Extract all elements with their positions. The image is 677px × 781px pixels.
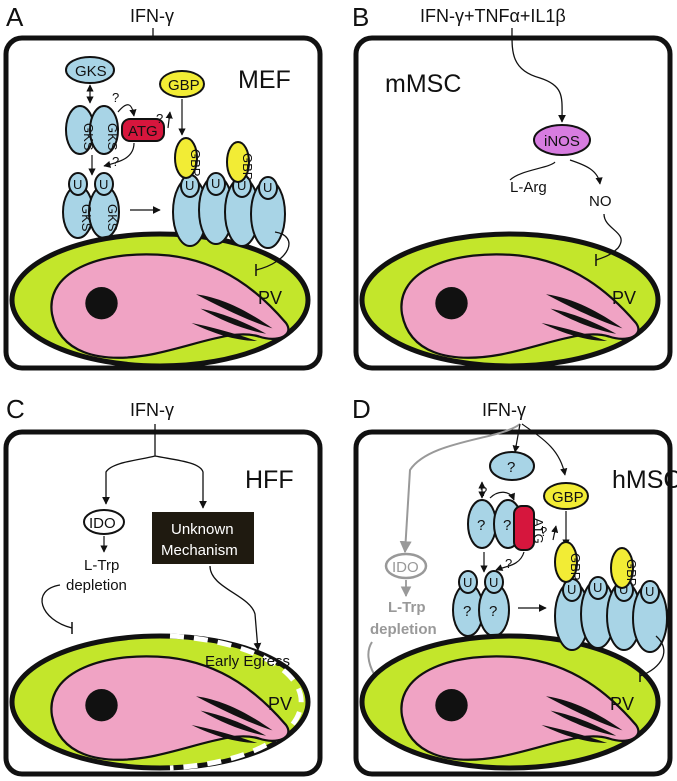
- svg-text:?: ?: [489, 603, 497, 620]
- depletion-label: depletion: [66, 577, 127, 594]
- svg-text:GBP: GBP: [240, 153, 255, 180]
- ubiquitin-coat: U U U U GBP GBP: [172, 137, 286, 249]
- unknown-monomer: [489, 451, 535, 481]
- svg-text:U: U: [619, 582, 628, 597]
- question-mark: ?: [112, 90, 119, 105]
- svg-text:GKS: GKS: [105, 123, 120, 151]
- svg-text:U: U: [73, 177, 82, 192]
- gks-dimer: GKS GKS: [65, 105, 120, 155]
- svg-text:GKS: GKS: [79, 204, 94, 232]
- early-egress-label: Early Egress: [205, 653, 290, 670]
- cell-type-label: mMSC: [385, 70, 461, 98]
- ruptured-membrane: [169, 633, 304, 771]
- gbp-label: GBP: [168, 77, 200, 94]
- panel-d: D IFN-γ hMSC IDO L-Trp depletion ? ? ? ?…: [352, 394, 677, 777]
- svg-text:?: ?: [463, 603, 471, 620]
- inos-enzyme: [533, 124, 591, 156]
- panel-letter: B: [352, 2, 369, 32]
- ido-enzyme: [384, 552, 428, 580]
- pv-label: PV: [268, 694, 292, 714]
- atg-label: ATG: [128, 123, 158, 140]
- pv-label: PV: [610, 694, 634, 714]
- stimulus-label: IFN-γ+TNFα+IL1β: [420, 6, 566, 26]
- atg-box: [513, 505, 535, 551]
- svg-text:U: U: [463, 575, 472, 590]
- ido-label: IDO: [392, 559, 419, 576]
- ifn-gamma-label: IFN-γ: [482, 400, 526, 420]
- svg-text:U: U: [645, 584, 654, 599]
- panel-c: C IFN-γ HFF IDO L-Trp depletion Unknown …: [3, 394, 323, 777]
- panel-letter: A: [6, 2, 24, 32]
- question-mark: ?: [112, 154, 119, 169]
- l-arg-label: L-Arg: [510, 179, 547, 196]
- unknown-label: Unknown: [171, 521, 234, 538]
- pv-label: PV: [612, 288, 636, 308]
- panel-b: B IFN-γ+TNFα+IL1β mMSC iNOS L-Arg NO PV: [352, 2, 673, 371]
- svg-text:?: ?: [507, 459, 515, 476]
- svg-text:?: ?: [477, 517, 485, 534]
- svg-text:U: U: [567, 582, 576, 597]
- question-mark: ?: [480, 484, 487, 499]
- svg-text:U: U: [593, 580, 602, 595]
- gbp-monomer: [543, 482, 589, 510]
- no-label: NO: [589, 193, 612, 210]
- gbp-monomer: [159, 70, 205, 98]
- cell-type-label: HFF: [245, 466, 294, 494]
- ido-label: IDO: [89, 515, 116, 532]
- svg-text:U: U: [263, 180, 272, 195]
- cell-type-label: hMSC: [612, 466, 677, 494]
- pv-label: PV: [258, 288, 282, 308]
- gks-label: GKS: [75, 63, 107, 80]
- svg-text:U: U: [185, 178, 194, 193]
- inos-label: iNOS: [544, 133, 580, 150]
- cell-type-label: MEF: [238, 66, 291, 94]
- question-mark: ?: [540, 524, 547, 539]
- panel-a: A IFN-γ MEF GKS GKS GKS ATG ? ? U U GKS: [3, 2, 323, 371]
- svg-text:U: U: [211, 176, 220, 191]
- svg-text:GBP: GBP: [568, 553, 583, 580]
- panel-letter: D: [352, 394, 371, 424]
- svg-text:GKS: GKS: [105, 204, 120, 232]
- question-mark: ?: [505, 556, 512, 571]
- unknown-ubiquitinated-dimer: U U ? ?: [452, 570, 510, 637]
- unknown-mechanism-box: [152, 512, 254, 564]
- l-trp-label: L-Trp: [388, 599, 426, 616]
- svg-text:U: U: [237, 178, 246, 193]
- svg-text:GBP: GBP: [624, 559, 639, 586]
- ifn-gamma-label: IFN-γ: [130, 400, 174, 420]
- gks-monomer: [65, 56, 115, 84]
- ubiquitin-coat: U U U U GBP GBP: [554, 541, 668, 653]
- svg-text:U: U: [99, 177, 108, 192]
- depletion-label: depletion: [370, 621, 437, 638]
- ido-enzyme: [83, 509, 125, 535]
- atg-box: [121, 118, 165, 142]
- svg-text:?: ?: [503, 517, 511, 534]
- panel-letter: C: [6, 394, 25, 424]
- mechanism-label: Mechanism: [161, 542, 238, 559]
- svg-text:GBP: GBP: [188, 149, 203, 176]
- atg-label: ATG: [531, 518, 546, 544]
- svg-text:U: U: [489, 575, 498, 590]
- question-mark: ?: [156, 111, 163, 126]
- gbp-label: GBP: [552, 489, 584, 506]
- ifn-gamma-label: IFN-γ: [130, 6, 174, 26]
- l-trp-label: L-Trp: [84, 557, 119, 574]
- svg-text:GKS: GKS: [81, 123, 96, 151]
